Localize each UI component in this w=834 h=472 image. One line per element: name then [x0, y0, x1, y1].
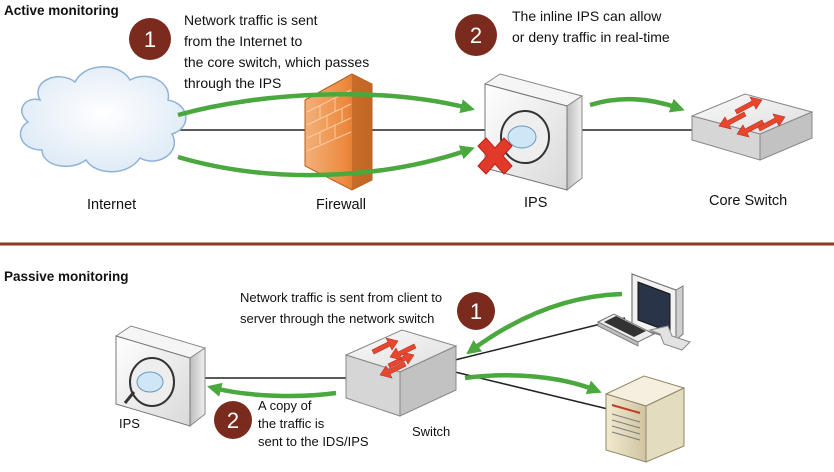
traffic-arrow-denied	[177, 145, 475, 178]
traffic-arrow-switch-to-server	[464, 373, 602, 395]
passive-step1-number: 1	[470, 299, 482, 324]
keyboard-icon	[596, 313, 656, 347]
active-step1-text: Network traffic is sent from the Interne…	[184, 12, 373, 91]
traffic-arrow-allowed	[177, 92, 475, 118]
passive-step2-circle	[214, 401, 252, 439]
firewall-icon	[304, 73, 373, 191]
ips-appliance-icon	[114, 325, 207, 428]
passive-title: Passive monitoring	[4, 269, 129, 284]
link-switch-client	[454, 317, 626, 361]
active-step2-number: 2	[470, 23, 482, 48]
server-icon	[604, 375, 686, 463]
core-switch-icon	[690, 93, 814, 161]
passive-step1-text: Network traffic is sent from client to s…	[240, 290, 446, 326]
passive-step2-number: 2	[227, 408, 239, 433]
active-step2-text: The inline IPS can allow or deny traffic…	[512, 8, 670, 45]
active-step2-circle	[455, 14, 497, 56]
active-step1-number: 1	[144, 27, 156, 52]
cloud-icon	[19, 66, 187, 173]
active-step1-line: the core switch, which passes	[184, 54, 369, 70]
active-step1-line: through the IPS	[184, 75, 281, 91]
traffic-arrow-to-core	[589, 97, 685, 113]
passive-step1-line: server through the network switch	[240, 311, 434, 326]
active-title: Active monitoring	[4, 3, 119, 18]
active-step1-line: from the Internet to	[184, 33, 302, 49]
ips-appliance-icon	[483, 73, 584, 192]
ips-label: IPS	[524, 195, 547, 211]
active-step2-line: or deny traffic in real-time	[512, 29, 670, 45]
internet-label: Internet	[87, 197, 136, 213]
deny-x-icon	[477, 137, 513, 175]
firewall-label: Firewall	[316, 197, 366, 213]
active-step1-badge: 1	[129, 18, 171, 60]
passive-step1-badge: 1	[457, 292, 495, 330]
active-step1-circle	[129, 18, 171, 60]
passive-step2-badge: 2	[214, 401, 252, 439]
switch-icon	[344, 329, 458, 417]
traffic-arrow-copy-to-ips	[207, 382, 337, 399]
passive-step2-line: the traffic is	[258, 416, 325, 431]
active-step1-line: Network traffic is sent	[184, 12, 318, 28]
passive-step2-line: A copy of	[258, 398, 312, 413]
core-switch-label: Core Switch	[709, 193, 787, 209]
passive-ips-label: IPS	[119, 416, 140, 431]
active-step2-line: The inline IPS can allow	[512, 8, 662, 24]
passive-step2-text: A copy of the traffic is sent to the IDS…	[258, 398, 369, 449]
passive-step1-circle	[457, 292, 495, 330]
passive-section: Passive monitoring IPS Swi	[4, 269, 691, 463]
passive-step2-line: sent to the IDS/IPS	[258, 434, 369, 449]
monitor-icon	[631, 273, 691, 351]
switch-label: Switch	[412, 424, 450, 439]
passive-step1-line: Network traffic is sent from client to	[240, 290, 442, 305]
active-step2-badge: 2	[455, 14, 497, 56]
active-section: Active monitoring Internet	[4, 3, 814, 213]
traffic-arrow-client-to-switch	[466, 291, 623, 355]
